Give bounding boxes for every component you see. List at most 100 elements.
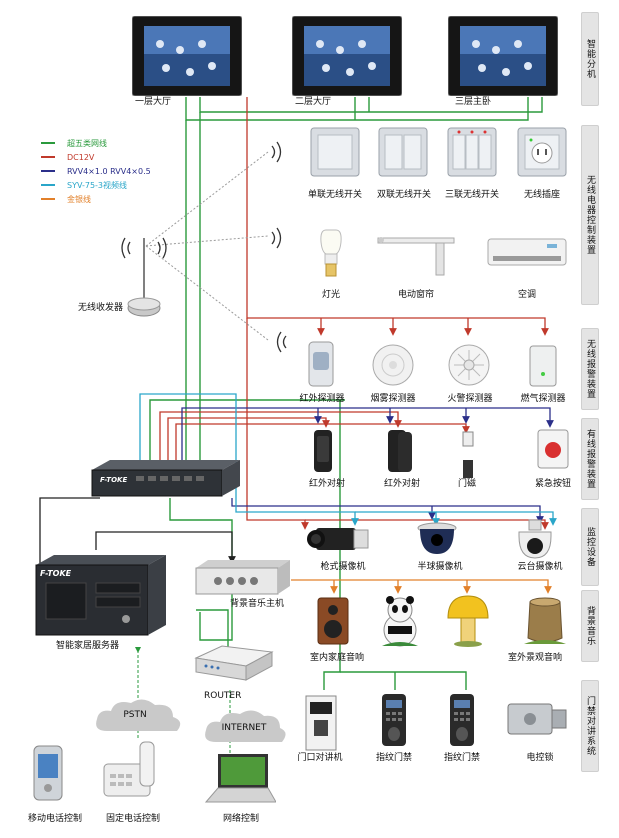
panel-3 bbox=[447, 15, 559, 97]
beam-sensor-icon bbox=[388, 430, 412, 472]
transceiver-label: 无线收发器 bbox=[78, 303, 124, 313]
laptop-icon bbox=[204, 754, 276, 803]
beam-sensor-icon bbox=[314, 430, 332, 472]
section-label: 背景音乐 bbox=[581, 590, 599, 662]
ptz-camera-icon bbox=[518, 519, 552, 559]
device-label: 火警探测器 bbox=[447, 394, 493, 404]
device-label: 云台摄像机 bbox=[517, 562, 563, 572]
device-label: 三联无线开关 bbox=[444, 190, 500, 200]
curtain-motor-icon bbox=[377, 237, 455, 276]
device-label: 电动窗帘 bbox=[397, 290, 435, 300]
door-magnet-icon bbox=[462, 431, 474, 478]
touch-panel-icon bbox=[291, 15, 403, 97]
device-label: 空调 bbox=[517, 290, 537, 300]
control-host-icon bbox=[91, 460, 240, 497]
transceiver-icon bbox=[121, 237, 167, 317]
device-label: 双联无线开关 bbox=[376, 190, 432, 200]
section-label: 无线电器控制装置 bbox=[581, 125, 599, 305]
device-label: 电控锁 bbox=[526, 753, 554, 763]
pstn-cloud-icon bbox=[96, 699, 181, 731]
music-host-label: 背景音乐主机 bbox=[230, 599, 285, 609]
router-label: ROUTER bbox=[204, 691, 242, 701]
air-conditioner-icon bbox=[487, 238, 567, 266]
section-label: 有线报警装置 bbox=[581, 418, 599, 500]
bullet-camera-icon bbox=[307, 528, 369, 550]
device-label: 网络控制 bbox=[222, 814, 260, 824]
device-label: 燃气探测器 bbox=[520, 394, 566, 404]
fire-detector-icon bbox=[448, 344, 490, 386]
stump-speaker-icon bbox=[524, 597, 566, 644]
legend-item: 金银线 bbox=[41, 193, 91, 205]
server-icon bbox=[35, 555, 166, 636]
rack-brand: F-TOKE bbox=[100, 476, 128, 484]
legend-item: SYV-75-3视频线 bbox=[41, 179, 127, 191]
panel-label: 三层主卧 bbox=[455, 97, 492, 107]
section-label: 门禁对讲系统 bbox=[581, 680, 599, 772]
audio-lines bbox=[291, 579, 552, 594]
device-label: 半球摄像机 bbox=[417, 562, 463, 572]
device-label: 红外对射 bbox=[308, 479, 346, 489]
device-label: 门口对讲机 bbox=[297, 753, 343, 763]
wireless-signal-icon bbox=[271, 227, 282, 249]
internet-label: INTERNET bbox=[221, 723, 267, 733]
section-label: 无线报警装置 bbox=[581, 328, 599, 410]
mobile-phone-icon bbox=[33, 745, 63, 801]
legend-item: RVV4×1.0 RVV4×0.5 bbox=[41, 165, 151, 177]
video-lines bbox=[139, 393, 557, 526]
device-label: 指纹门禁 bbox=[375, 753, 413, 763]
server-brand: F-TOKE bbox=[40, 569, 72, 578]
fingerprint-lock-icon bbox=[382, 694, 406, 746]
router-icon bbox=[194, 645, 274, 681]
landline-phone-icon bbox=[103, 741, 155, 797]
power-lines bbox=[159, 97, 549, 530]
device-label: 红外对射 bbox=[383, 479, 421, 489]
emergency-button-icon bbox=[537, 429, 569, 469]
device-label: 单联无线开关 bbox=[307, 190, 363, 200]
control-lines bbox=[39, 497, 236, 566]
network-lines bbox=[149, 97, 543, 690]
electric-lock-icon bbox=[507, 703, 567, 735]
device-label: 枪式摄像机 bbox=[320, 562, 366, 572]
panel-label: 二层大厅 bbox=[295, 97, 332, 107]
wireless-links bbox=[145, 151, 269, 341]
panda-speaker-icon bbox=[382, 596, 418, 647]
touch-panel-icon bbox=[131, 15, 243, 97]
panel-1 bbox=[131, 15, 243, 97]
device-label: 紧急按钮 bbox=[534, 479, 572, 489]
rvv-lines bbox=[181, 407, 554, 524]
device-label: 烟雾探测器 bbox=[370, 394, 416, 404]
pstn-label: PSTN bbox=[123, 710, 147, 720]
device-label: 门磁 bbox=[457, 479, 477, 489]
panel-2 bbox=[291, 15, 403, 97]
wireless-signal-icon bbox=[271, 141, 282, 163]
mushroom-speaker-icon bbox=[447, 595, 489, 647]
panel-label: 一层大厅 bbox=[135, 97, 172, 107]
device-label: 固定电话控制 bbox=[105, 814, 161, 824]
fingerprint-lock-icon bbox=[450, 694, 474, 746]
music-host-icon bbox=[195, 560, 290, 595]
gas-detector-icon bbox=[529, 345, 557, 387]
legend-item: 超五类网线 bbox=[41, 137, 107, 149]
section-label: 智能分机 bbox=[581, 12, 599, 106]
section-label: 监控设备 bbox=[581, 508, 599, 586]
pir-detector-icon bbox=[308, 341, 334, 387]
internet-cloud-icon bbox=[205, 710, 286, 742]
legend-item: DC12V bbox=[41, 151, 94, 163]
triple-switch-icon bbox=[447, 127, 497, 177]
dome-camera-icon bbox=[417, 522, 457, 554]
single-switch-icon bbox=[310, 127, 360, 177]
double-switch-icon bbox=[378, 127, 428, 177]
wireless-signal-icon bbox=[276, 331, 287, 353]
touch-panel-icon bbox=[447, 15, 559, 97]
device-label: 无线插座 bbox=[523, 190, 561, 200]
indoor-speaker-icon bbox=[317, 597, 349, 645]
device-label: 室内家庭音响 bbox=[309, 653, 365, 663]
device-label: 移动电话控制 bbox=[27, 814, 83, 824]
device-label: 室外景观音响 bbox=[507, 653, 563, 663]
bulb-icon bbox=[320, 229, 342, 277]
device-label: 指纹门禁 bbox=[443, 753, 481, 763]
server-label: 智能家居服务器 bbox=[56, 641, 120, 651]
intercom-icon bbox=[305, 695, 337, 751]
